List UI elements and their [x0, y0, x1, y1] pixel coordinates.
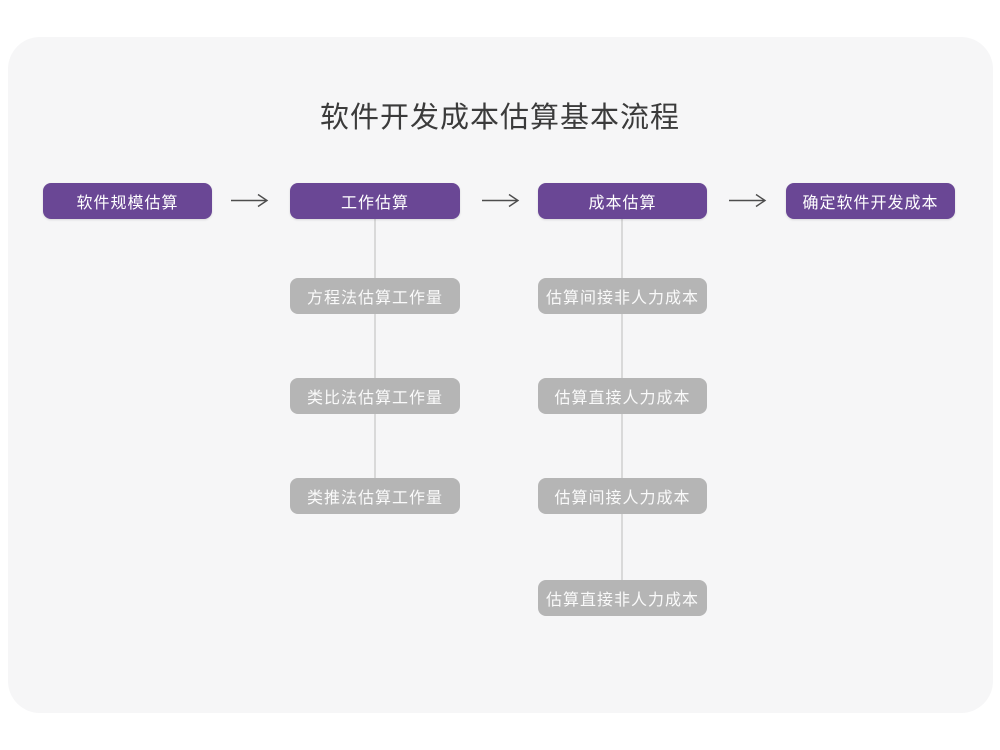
flow-node-label: 确定软件开发成本: [802, 195, 939, 212]
flow-node-label: 成本估算: [588, 195, 657, 212]
substep-node-direct-nonlabor-cost: 估算直接非人力成本: [538, 580, 707, 616]
substep-node-direct-labor-cost: 估算直接人力成本: [538, 378, 707, 414]
substep-label: 估算间接非人力成本: [545, 290, 699, 307]
substep-node-indirect-nonlabor-cost: 估算间接非人力成本: [538, 278, 707, 314]
flow-node-label: 工作估算: [340, 195, 409, 212]
flow-node-cost-estimation: 成本估算: [538, 183, 707, 219]
substep-node-analogy-method: 类比法估算工作量: [290, 378, 460, 414]
flow-arrow-right-icon: [481, 193, 521, 208]
flow-node-determine-development-cost: 确定软件开发成本: [786, 183, 955, 219]
flow-node-work-estimation: 工作估算: [290, 183, 460, 219]
substep-label: 类推法估算工作量: [306, 490, 443, 507]
substep-node-equation-method: 方程法估算工作量: [290, 278, 460, 314]
substep-label: 估算直接非人力成本: [545, 592, 699, 609]
diagram-canvas: [8, 37, 993, 713]
substep-label: 估算间接人力成本: [554, 490, 691, 507]
substep-label: 类比法估算工作量: [306, 390, 443, 407]
substep-node-extrapolation-method: 类推法估算工作量: [290, 478, 460, 514]
connector-line-work-estimation: [374, 218, 376, 497]
flow-arrow-right-icon: [230, 193, 270, 208]
flow-node-software-scale-estimation: 软件规模估算: [43, 183, 212, 219]
flow-arrow-right-icon: [728, 193, 768, 208]
substep-node-indirect-labor-cost: 估算间接人力成本: [538, 478, 707, 514]
substep-label: 方程法估算工作量: [306, 290, 443, 307]
flow-node-label: 软件规模估算: [76, 195, 179, 212]
substep-label: 估算直接人力成本: [554, 390, 691, 407]
diagram-title: 软件开发成本估算基本流程: [319, 102, 680, 134]
